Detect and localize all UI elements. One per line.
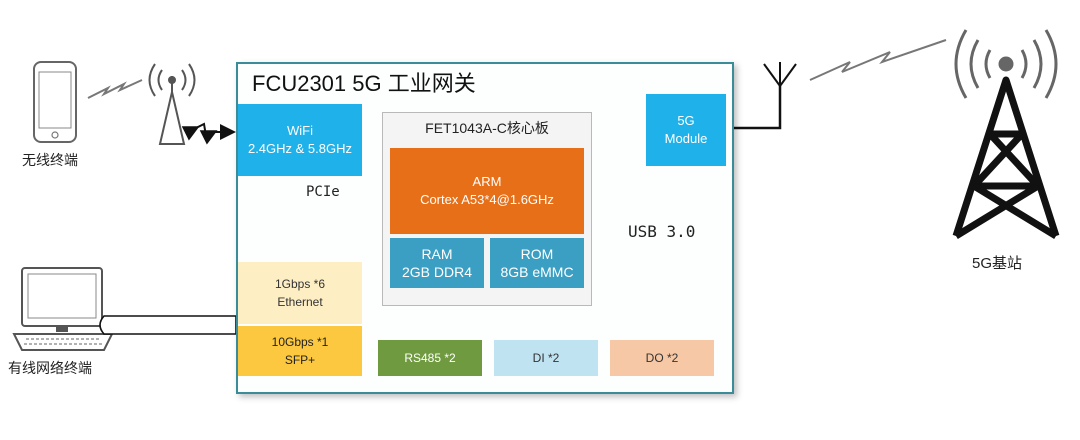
wifi-name: WiFi — [287, 123, 313, 138]
arm-spec: Cortex A53*4@1.6GHz — [420, 192, 554, 207]
wireless-link-icon — [87, 79, 143, 99]
ram-block: RAM 2GB DDR4 — [390, 238, 484, 288]
di-block: DI *2 — [494, 340, 598, 376]
ram-name: RAM — [421, 246, 453, 262]
phone-icon — [33, 61, 77, 143]
wireless-terminal-label: 无线终端 — [22, 152, 78, 168]
wifi-tower-icon — [148, 63, 196, 145]
core-board-title: FET1043A-C核心板 — [425, 120, 549, 136]
sfp-line2: SFP+ — [284, 353, 316, 367]
antenna-icon — [763, 62, 797, 88]
do-block: DO *2 — [610, 340, 714, 376]
computer-icon — [12, 267, 114, 351]
ethernet-line2: Ethernet — [277, 295, 323, 309]
antenna-feed — [726, 86, 782, 130]
ethernet-cable — [99, 315, 237, 335]
5g-wireless-link-icon — [809, 39, 947, 81]
sfp-port: 10Gbps *1 SFP+ — [238, 326, 362, 376]
ethernet-ports: 1Gbps *6 Ethernet — [238, 262, 362, 324]
usb-label: USB 3.0 — [628, 222, 696, 241]
pcie-label: PCIe — [306, 184, 340, 200]
5g-module-line2: Module — [664, 131, 708, 146]
ram-spec: 2GB DDR4 — [401, 264, 473, 280]
base-station-signal-icon — [954, 29, 1058, 99]
sfp-line1: 10Gbps *1 — [271, 335, 329, 349]
arm-cpu: ARM Cortex A53*4@1.6GHz — [390, 148, 584, 234]
arm-name: ARM — [472, 174, 502, 189]
5g-module: 5G Module — [646, 94, 726, 166]
wifi-bands: 2.4GHz & 5.8GHz — [247, 141, 353, 156]
5g-module-line1: 5G — [677, 113, 695, 128]
wifi-module: WiFi 2.4GHz & 5.8GHz — [238, 104, 362, 176]
gateway-title: FCU2301 5G 工业网关 — [252, 71, 476, 96]
rom-block: ROM 8GB eMMC — [490, 238, 584, 288]
wifi-link-arrow — [181, 122, 218, 145]
base-station-tower-icon — [952, 76, 1060, 239]
base-station-label: 5G基站 — [972, 255, 1023, 272]
rom-spec: 8GB eMMC — [500, 264, 574, 280]
wired-terminal-label: 有线网络终端 — [8, 360, 92, 376]
rom-name: ROM — [520, 246, 554, 262]
ethernet-line1: 1Gbps *6 — [274, 277, 326, 291]
rs485-block: RS485 *2 — [378, 340, 482, 376]
